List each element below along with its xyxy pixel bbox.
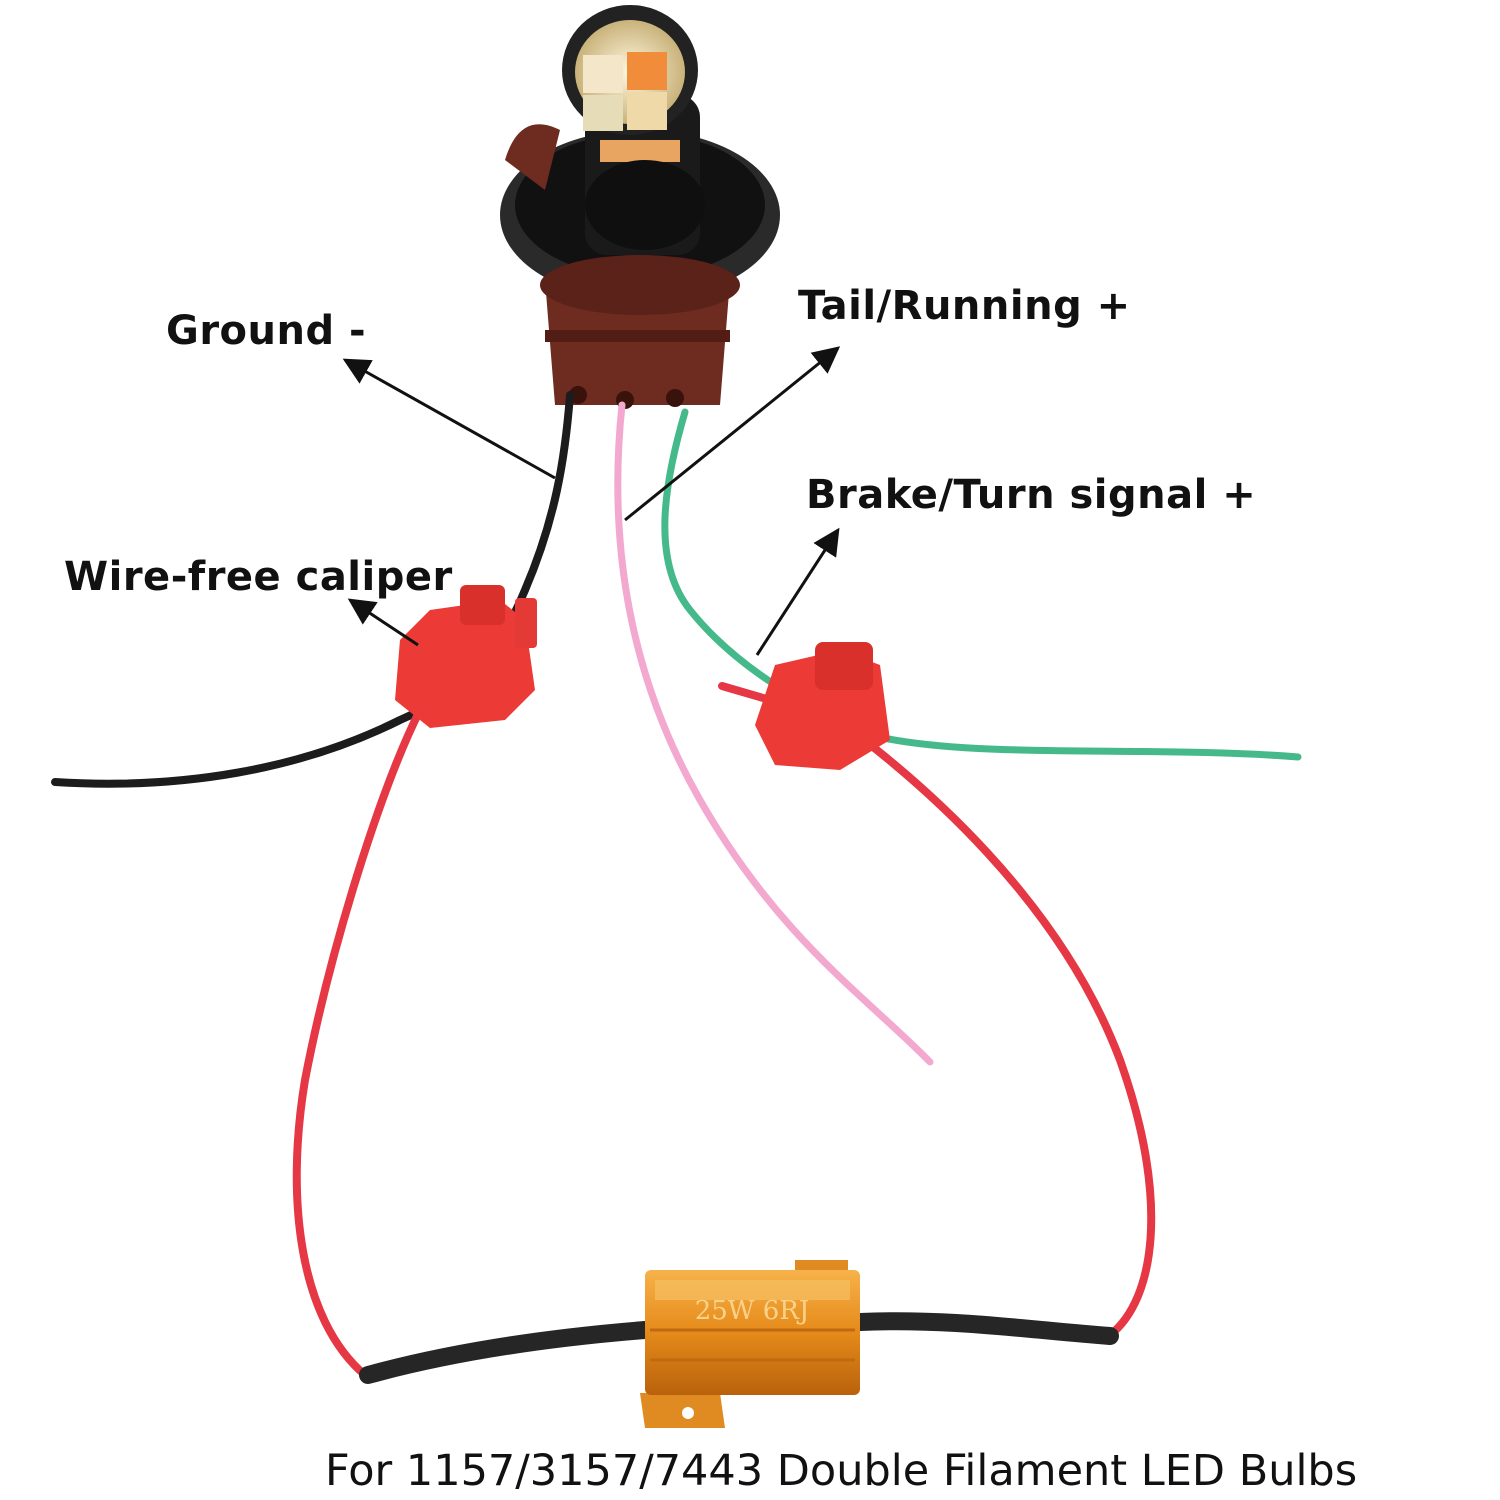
resistor-lead-right <box>851 1312 1119 1345</box>
tail-running-arrow <box>624 346 841 522</box>
caliper-arrow <box>347 598 419 647</box>
ground-label: Ground - <box>166 308 367 354</box>
brake-turn-label: Brake/Turn signal + <box>806 472 1257 518</box>
resistor-marking: 25W 6RJ <box>695 1296 810 1326</box>
caliper-label: Wire-free caliper <box>64 554 453 600</box>
resistor-lead-left <box>359 1321 654 1384</box>
brake-turn-arrow <box>755 527 840 656</box>
caption: For 1157/3157/7443 Double Filament LED B… <box>325 1446 1358 1496</box>
tail-running-label: Tail/Running + <box>798 283 1131 329</box>
ground-arrow <box>342 358 556 480</box>
red-wire-right <box>831 714 1156 1339</box>
led-bulb <box>562 5 705 255</box>
wire-tap-connector-right <box>755 642 890 770</box>
load-resistor: 25W 6RJ <box>640 1260 860 1428</box>
wire-tap-connector-left <box>395 585 537 728</box>
green-wire <box>661 408 1302 761</box>
pink-wire <box>614 401 934 1066</box>
red-wire-left <box>292 706 424 1379</box>
